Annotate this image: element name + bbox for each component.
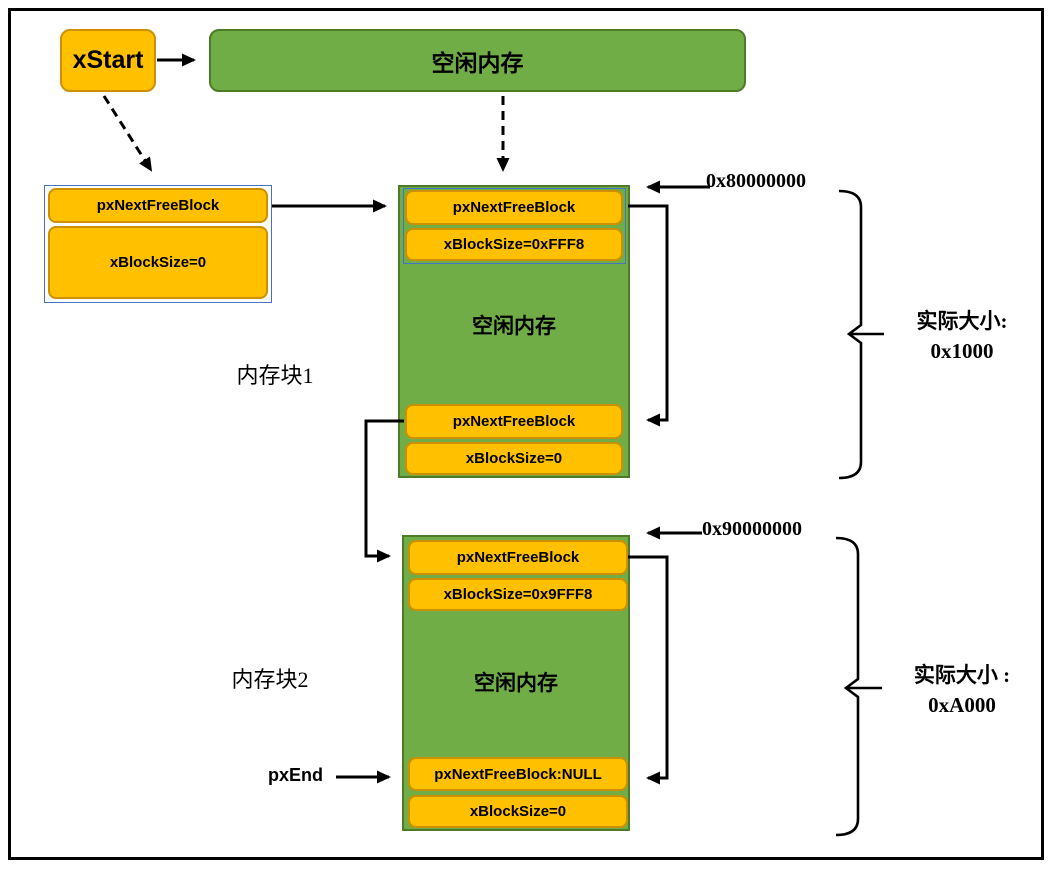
region1-size-bottom-bar: xBlockSize=0 <box>405 442 623 475</box>
region1-next-bottom-bar: pxNextFreeBlock <box>405 404 623 439</box>
region2-address-label: 0x90000000 <box>702 518 802 540</box>
region1-free-memory-label: 空闲内存 <box>472 315 556 338</box>
left-block-next-bar: pxNextFreeBlock <box>48 188 268 223</box>
left-block-size-label: xBlockSize=0 <box>109 254 207 271</box>
region1-actual-size-title: 实际大小: <box>916 309 1008 333</box>
block2-label: 内存块2 <box>231 667 309 692</box>
pxend-label: pxEnd <box>268 765 324 785</box>
region1-actual-size-value: 0x1000 <box>930 339 994 364</box>
left-block-size-bar: xBlockSize=0 <box>48 226 268 299</box>
region2-next-top-bar: pxNextFreeBlock <box>408 540 628 575</box>
region1-next-top-label: pxNextFreeBlock <box>452 199 576 216</box>
region2-size-top-label: xBlockSize=0x9FFF8 <box>443 586 593 603</box>
region2-size-bottom-label: xBlockSize=0 <box>469 803 567 820</box>
free-memory-top-box: 空闲内存 <box>209 29 746 92</box>
memory-region-1: pxNextFreeBlock xBlockSize=0xFFF8 空闲内存 p… <box>398 185 630 478</box>
free-memory-top-label: 空闲内存 <box>431 49 524 76</box>
region2-actual-size: 实际大小 : 0xA000 <box>884 660 1040 721</box>
memory-region-2: pxNextFreeBlock xBlockSize=0x9FFF8 空闲内存 … <box>402 535 630 831</box>
left-block-next-label: pxNextFreeBlock <box>96 197 220 214</box>
region2-next-bottom-bar: pxNextFreeBlock:NULL <box>408 757 628 791</box>
region2-next-bottom-label: pxNextFreeBlock:NULL <box>434 765 602 783</box>
region1-address-label: 0x80000000 <box>706 170 806 192</box>
region1-next-top-bar: pxNextFreeBlock <box>405 190 623 225</box>
region2-actual-size-title: 实际大小 : <box>913 663 1011 687</box>
block1-label: 内存块1 <box>236 363 314 388</box>
region2-size-bottom-bar: xBlockSize=0 <box>408 795 628 828</box>
region1-size-top-bar: xBlockSize=0xFFF8 <box>405 228 623 261</box>
region1-actual-size: 实际大小: 0x1000 <box>884 306 1040 367</box>
region2-actual-size-value: 0xA000 <box>928 693 996 718</box>
xstart-box: xStart <box>60 29 156 92</box>
region2-next-top-label: pxNextFreeBlock <box>456 549 580 566</box>
xstart-label: xStart <box>72 46 144 74</box>
region1-next-bottom-label: pxNextFreeBlock <box>452 413 576 430</box>
region2-free-memory-label: 空闲内存 <box>474 672 558 695</box>
region1-size-top-label: xBlockSize=0xFFF8 <box>443 236 585 253</box>
region1-size-bottom-label: xBlockSize=0 <box>465 450 563 467</box>
diagram-border <box>8 8 1044 860</box>
region2-size-top-bar: xBlockSize=0x9FFF8 <box>408 578 628 611</box>
